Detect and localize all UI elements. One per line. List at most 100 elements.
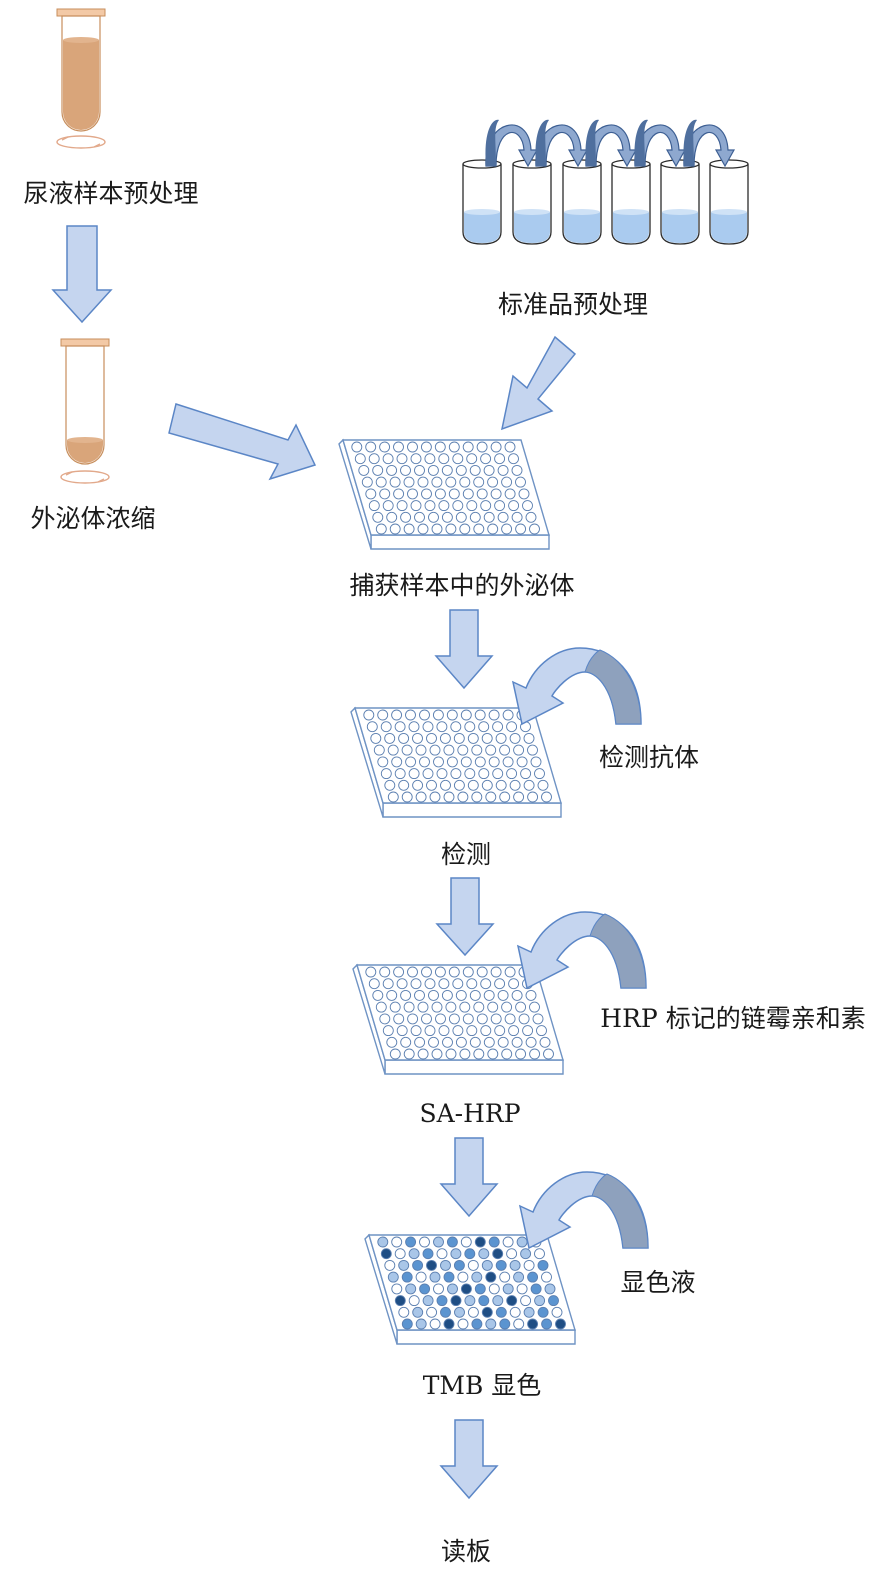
plate-well: [354, 453, 366, 465]
plate-well: [501, 523, 513, 535]
plate-well: [516, 756, 528, 768]
reagent-addition-curved-arrow-icon: [511, 647, 642, 726]
plate-well: [382, 1025, 394, 1037]
plate-well: [473, 1048, 485, 1060]
transfer-curved-arrow-icon: [683, 119, 736, 168]
plate-well: [379, 441, 391, 453]
plate-well: [483, 511, 495, 523]
plate-well: [417, 1001, 429, 1013]
plate-well: [462, 441, 474, 453]
plate-well: [502, 1283, 514, 1295]
plate-well: [523, 732, 535, 744]
plate-well: [405, 756, 417, 768]
plate-well: [426, 1259, 437, 1271]
label-standard-pretreatment: 标准品预处理: [498, 290, 648, 319]
plate-well: [424, 453, 436, 465]
plate-well: [441, 511, 453, 523]
plate-well: [457, 1271, 469, 1283]
plate-well: [393, 488, 405, 500]
plate-well: [515, 1001, 527, 1013]
plate-well: [497, 989, 509, 1001]
plate-well: [471, 1271, 483, 1283]
plate-well: [398, 1259, 410, 1271]
plate-well: [534, 1295, 546, 1307]
plate-well: [448, 441, 460, 453]
plate-well: [527, 744, 538, 756]
transfer-curved-arrow-icon: [634, 119, 687, 168]
plate-well: [446, 1236, 458, 1248]
plate-well: [408, 768, 420, 780]
plate-well: [453, 1259, 465, 1271]
plate-well: [476, 1013, 488, 1025]
plate-well: [393, 441, 404, 453]
plate-well: [522, 500, 533, 512]
plate-well: [537, 1306, 549, 1318]
detection-microplate-icon: [350, 706, 562, 818]
plate-well: [483, 989, 495, 1001]
plate-well: [372, 511, 384, 523]
plate-well: [386, 511, 398, 523]
plate-well: [504, 1013, 516, 1025]
plate-well: [433, 756, 444, 768]
label-capture-exosomes: 捕获样本中的外泌体: [349, 571, 574, 600]
plate-well: [373, 744, 385, 756]
plate-well: [527, 1318, 539, 1330]
plate-well: [555, 1318, 566, 1330]
plate-well: [419, 1283, 431, 1295]
plate-well: [365, 488, 377, 500]
transfer-curved-arrow-icon: [485, 119, 539, 168]
plate-well: [459, 1001, 471, 1013]
plate-well: [382, 453, 394, 465]
plate-well: [452, 978, 464, 990]
plate-well: [379, 966, 391, 978]
plate-well: [441, 989, 453, 1001]
plate-well: [509, 1259, 521, 1271]
plate-well: [380, 768, 392, 780]
plate-well: [539, 1036, 551, 1048]
plate-well: [494, 500, 506, 512]
plate-well: [534, 768, 545, 780]
plate-well: [530, 1283, 542, 1295]
plate-well: [443, 744, 455, 756]
plate-well: [433, 1283, 444, 1295]
plate-well: [424, 1025, 436, 1037]
plate-well: [509, 1306, 521, 1318]
plate-well: [499, 791, 511, 803]
plate-well: [506, 1248, 518, 1260]
label-detection: 检测: [441, 840, 491, 869]
plate-well: [434, 966, 446, 978]
plate-well: [401, 1271, 413, 1283]
plate-well: [405, 1283, 417, 1295]
plate-well: [534, 1248, 545, 1260]
plate-well: [515, 523, 527, 535]
plate-well: [408, 1248, 420, 1260]
plate-well: [495, 1259, 507, 1271]
plate-well: [460, 756, 472, 768]
plate-well: [529, 523, 540, 535]
plate-well: [511, 989, 523, 1001]
plate-well: [368, 453, 380, 465]
standard-tube-icon: [562, 159, 602, 245]
plate-well: [515, 1048, 527, 1060]
plate-well: [372, 464, 384, 476]
plate-well: [407, 966, 418, 978]
plate-well: [396, 978, 408, 990]
plate-well: [429, 1271, 441, 1283]
plate-well: [490, 1013, 502, 1025]
plate-well: [464, 768, 476, 780]
plate-well: [436, 1248, 448, 1260]
urine-sample-tube-icon: [56, 8, 106, 149]
plate-well: [525, 1036, 537, 1048]
flow-arrow-from-standards: [500, 335, 577, 431]
plate-well: [431, 523, 443, 535]
plate-well: [391, 709, 403, 721]
plate-well: [441, 464, 453, 476]
plate-well: [375, 1001, 387, 1013]
plate-well: [471, 791, 483, 803]
plate-well: [525, 989, 537, 1001]
plate-well: [481, 779, 493, 791]
plate-well: [523, 779, 535, 791]
plate-well: [394, 1295, 406, 1307]
plate-well: [405, 709, 416, 721]
plate-well: [508, 500, 520, 512]
